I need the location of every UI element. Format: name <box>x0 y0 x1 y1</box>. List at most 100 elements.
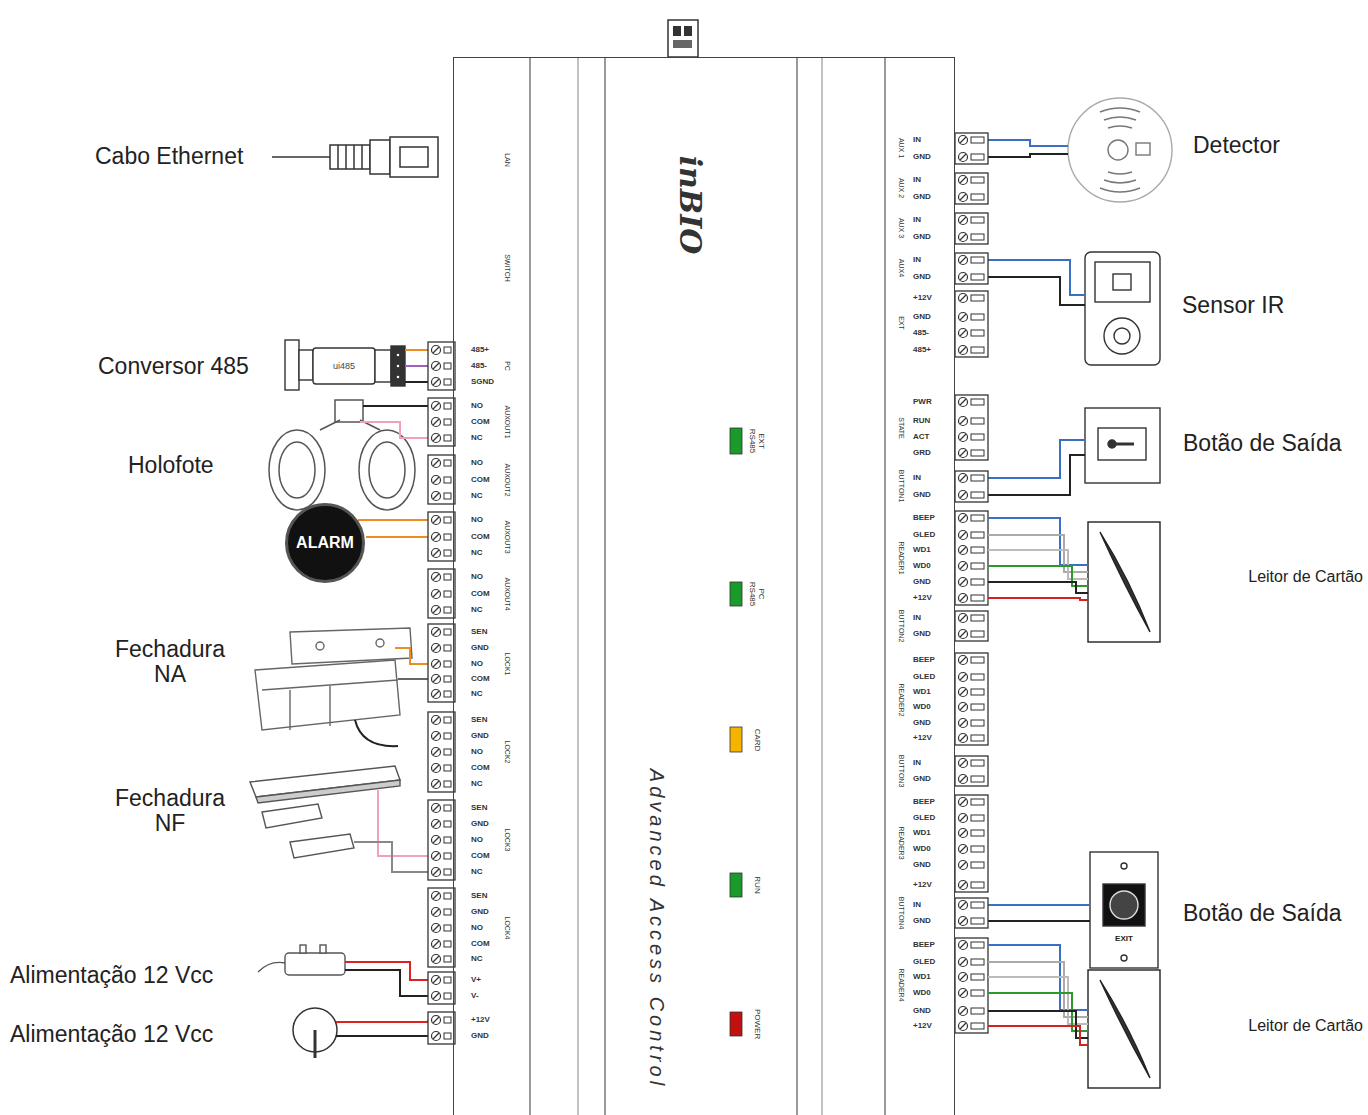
wire-entry <box>971 547 984 553</box>
port-label: BUTTON4 <box>898 897 905 930</box>
wire-entry <box>971 295 984 301</box>
pin-name: NC <box>471 955 483 963</box>
pin-name: 485- <box>471 362 487 370</box>
port-label: BUTTON1 <box>898 470 905 503</box>
pin-name: SEN <box>471 628 487 636</box>
pin-name: IN <box>913 256 921 264</box>
terminal-block <box>955 213 988 244</box>
terminal-screw <box>959 193 968 202</box>
pin-name: GND <box>471 1032 489 1040</box>
terminal-screw <box>432 852 441 861</box>
wire-entry <box>971 815 984 821</box>
screw-slot <box>433 363 439 369</box>
screw-slot <box>433 419 439 425</box>
led-label: CARD <box>753 725 762 755</box>
wire-entry <box>444 956 451 962</box>
terminal-block <box>428 972 455 1004</box>
wire-entry <box>971 154 984 160</box>
pin-name: NC <box>471 549 483 557</box>
port-label: AUX 2 <box>898 178 905 198</box>
converter-wires <box>405 350 428 382</box>
pin-name: NC <box>471 868 483 876</box>
button-legend: EXIT <box>1115 935 1133 943</box>
wire-entry <box>444 403 451 409</box>
screw-slot <box>960 1023 966 1029</box>
wire-entry <box>444 717 451 723</box>
pin-name: GRD <box>913 449 931 457</box>
terminal-block <box>955 795 988 892</box>
wire-entry <box>444 574 451 580</box>
terminal-screw <box>959 845 968 854</box>
screw-slot <box>960 674 966 680</box>
screw-slot <box>960 314 966 320</box>
terminal-screw <box>959 474 968 483</box>
screw-slot <box>960 515 966 521</box>
terminal-block <box>955 253 988 284</box>
screw-slot <box>960 631 966 637</box>
wire-entry <box>444 909 451 915</box>
screw-slot <box>433 925 439 931</box>
device-marking: ui485 <box>333 362 355 371</box>
screw-slot <box>960 902 966 908</box>
pin-name: SEN <box>471 892 487 900</box>
wire-entry <box>444 993 451 999</box>
screw-slot <box>433 477 439 483</box>
terminal-screw <box>959 546 968 555</box>
screw-slot <box>433 893 439 899</box>
screw-slot <box>433 591 439 597</box>
pin-name: WD1 <box>913 973 931 981</box>
pin-name: GND <box>913 719 931 727</box>
port-label: LOCK2 <box>504 741 511 764</box>
terminal-screw <box>959 917 968 926</box>
terminal-block <box>955 173 988 204</box>
terminal-blocks <box>428 133 1088 1045</box>
terminal-screw <box>959 989 968 998</box>
pin-name: BEEP <box>913 798 935 806</box>
pin-name: SGND <box>471 378 494 386</box>
wire-entry <box>444 821 451 827</box>
screw-slot <box>960 475 966 481</box>
terminal-screw <box>959 775 968 784</box>
terminal-screw <box>432 606 441 615</box>
terminal-screw <box>959 398 968 407</box>
screw-slot <box>433 993 439 999</box>
pin-name: GND <box>913 917 931 925</box>
screw-slot <box>960 720 966 726</box>
exit-button-wires <box>988 440 1085 495</box>
pin-name: GND <box>913 491 931 499</box>
pin-name: GLED <box>913 531 935 539</box>
pin-name: +12V <box>913 594 932 602</box>
terminal-screw <box>432 378 441 387</box>
terminal-screw <box>432 628 441 637</box>
terminal-screw <box>959 673 968 682</box>
screw-slot <box>960 990 966 996</box>
terminal-screw <box>432 732 441 741</box>
screw-slot <box>433 691 439 697</box>
terminal-screw <box>432 459 441 468</box>
terminal-screw <box>959 531 968 540</box>
terminal-screw <box>432 492 441 501</box>
reader-wire <box>988 518 1088 565</box>
sd-card <box>668 20 698 57</box>
terminal-screw <box>959 941 968 950</box>
device-label: Alimentação 12 Vcc <box>10 1022 213 1047</box>
pin-name: COM <box>471 675 490 683</box>
pin-name: NO <box>471 924 483 932</box>
pin-name: 485- <box>913 329 929 337</box>
wire-entry <box>444 765 451 771</box>
device-label: Fechadura NF <box>100 786 240 837</box>
wire-entry <box>444 1017 451 1023</box>
wire-entry <box>444 493 451 499</box>
pin-name: BEEP <box>913 514 935 522</box>
screw-slot <box>433 347 439 353</box>
wire-entry <box>444 853 451 859</box>
screw-slot <box>960 942 966 948</box>
terminal-screw <box>432 549 441 558</box>
wire-entry <box>444 550 451 556</box>
screw-slot <box>433 517 439 523</box>
wire-entry <box>444 591 451 597</box>
device-label: Botão de Saída <box>1183 901 1342 926</box>
wire-entry <box>971 595 984 601</box>
wire-entry <box>971 830 984 836</box>
